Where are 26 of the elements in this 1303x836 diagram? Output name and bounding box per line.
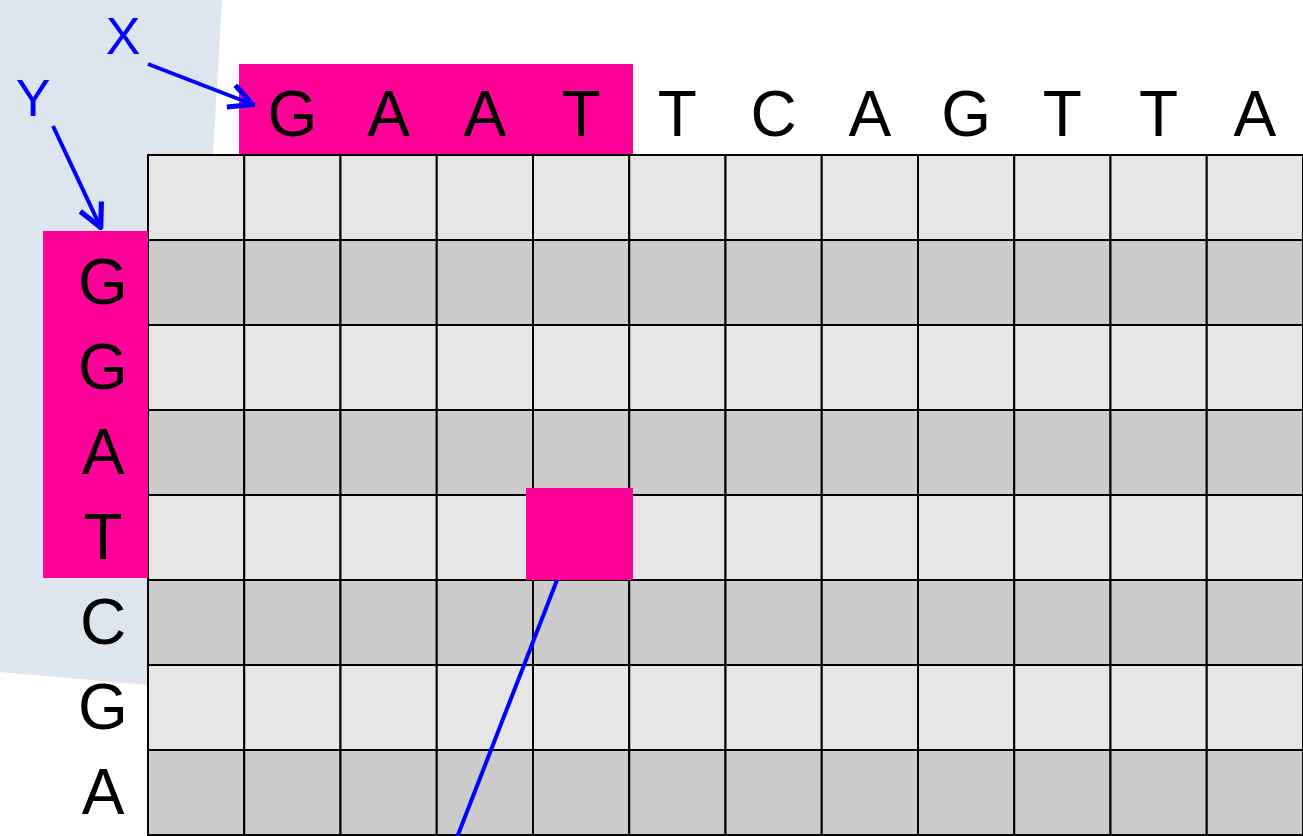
base-letter: T bbox=[1041, 77, 1083, 152]
arrow bbox=[51, 125, 104, 231]
highlighted-cell bbox=[526, 488, 633, 580]
base-letter: A bbox=[366, 77, 411, 152]
base-letter: A bbox=[462, 77, 508, 152]
base-letter: A bbox=[80, 415, 126, 490]
base-letter: C bbox=[749, 77, 798, 152]
connector-line bbox=[454, 579, 559, 836]
base-letter: G bbox=[266, 77, 319, 152]
base-letter: G bbox=[77, 330, 129, 405]
base-letter: G bbox=[77, 245, 129, 320]
highlighted-sequence bbox=[239, 64, 633, 154]
highlighted-sequence bbox=[43, 231, 148, 578]
base-letter: T bbox=[656, 77, 698, 152]
base-letter: A bbox=[80, 755, 126, 830]
base-letter: A bbox=[1232, 77, 1278, 152]
axis-label: Y bbox=[14, 70, 52, 126]
base-letter: G bbox=[77, 670, 129, 745]
base-letter: C bbox=[78, 585, 128, 660]
arrow bbox=[147, 62, 256, 110]
base-letter: G bbox=[940, 77, 992, 152]
base-letter: T bbox=[1138, 77, 1180, 152]
base-letter: T bbox=[560, 77, 602, 152]
base-letter: T bbox=[82, 500, 124, 575]
base-letter: A bbox=[847, 77, 893, 152]
axis-label: X bbox=[104, 8, 142, 64]
